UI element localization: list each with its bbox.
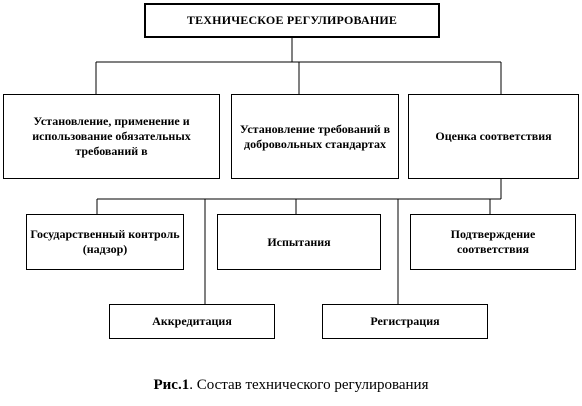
accreditation-label: Аккредитация bbox=[152, 314, 232, 328]
figure-caption: Рис.1. Состав технического регулирования bbox=[0, 376, 582, 394]
state-control-box: Государственный контроль (надзор) bbox=[26, 214, 184, 270]
figure-caption-text: . Состав технического регулирования bbox=[189, 377, 429, 393]
mandatory-requirements-label: Установление, применение и использование… bbox=[32, 114, 191, 158]
mandatory-requirements-box: Установление, применение и использование… bbox=[3, 94, 220, 179]
title-text: ТЕХНИЧЕСКОЕ РЕГУЛИРОВАНИЕ bbox=[186, 13, 398, 27]
conformity-confirmation-box: Подтверждение соответствия bbox=[410, 214, 576, 270]
registration-box: Регистрация bbox=[322, 304, 488, 339]
voluntary-standards-label: Установление требований в добровольных с… bbox=[239, 121, 391, 151]
registration-label: Регистрация bbox=[370, 314, 440, 328]
figure-caption-label: Рис.1 bbox=[153, 377, 190, 393]
accreditation-box: Аккредитация bbox=[109, 304, 275, 339]
voluntary-standards-box: Установление требований в добровольных с… bbox=[231, 94, 399, 179]
conformity-confirmation-label: Подтверждение соответствия bbox=[450, 227, 536, 256]
state-control-label: Государственный контроль (надзор) bbox=[30, 227, 180, 256]
testing-box: Испытания bbox=[217, 214, 381, 270]
conformity-assessment-box: Оценка соответствия bbox=[408, 94, 579, 179]
conformity-assessment-label: Оценка соответствия bbox=[435, 129, 552, 143]
title-box: ТЕХНИЧЕСКОЕ РЕГУЛИРОВАНИЕ bbox=[144, 3, 440, 38]
testing-label: Испытания bbox=[267, 234, 331, 249]
